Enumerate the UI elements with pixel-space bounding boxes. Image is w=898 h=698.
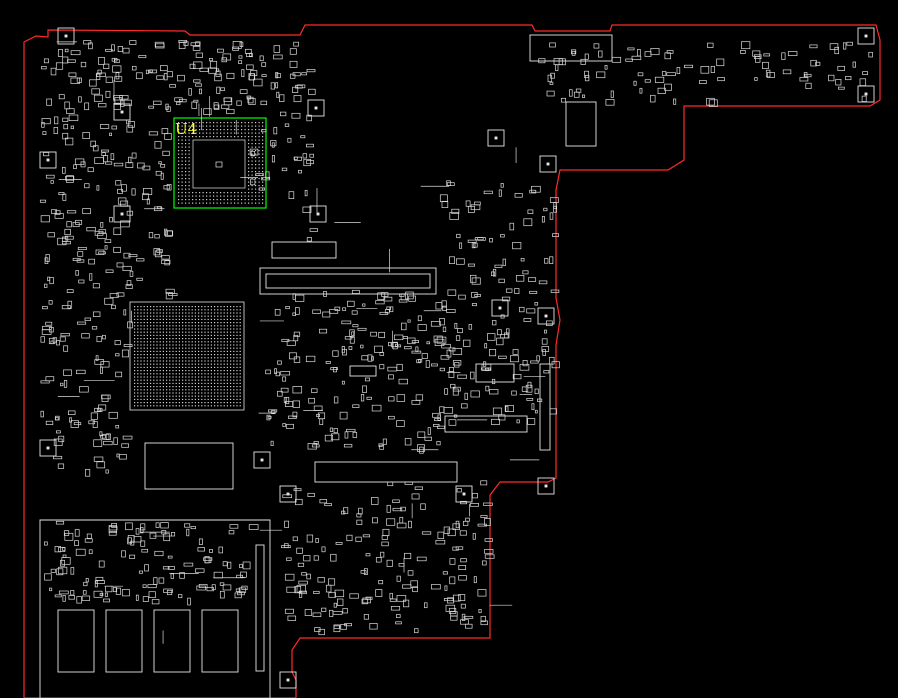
u4-inner-outline — [192, 139, 246, 189]
u4-center-pad — [215, 161, 223, 168]
mounting-holes — [39, 27, 875, 689]
connector-small — [271, 241, 337, 259]
u4-designator-label: U4 — [175, 120, 197, 138]
chip-top-right — [565, 101, 597, 147]
chip-lower — [144, 442, 234, 490]
memory-module-area — [39, 519, 271, 698]
cpu-bga-balls — [134, 306, 241, 407]
u4-balls — [178, 122, 264, 204]
u4-component[interactable]: U4 — [173, 117, 267, 209]
board-outline — [23, 24, 881, 698]
u4-highlight-box — [173, 117, 267, 209]
smd-components — [39, 40, 873, 644]
connector-main — [259, 267, 437, 295]
connector-vertical — [539, 363, 551, 451]
connector-lower — [314, 461, 458, 483]
connector-top — [529, 34, 613, 62]
chip-mid — [349, 365, 377, 377]
connector-main-inner — [265, 273, 431, 289]
connector-right — [444, 415, 528, 433]
cpu-bga — [129, 301, 245, 411]
